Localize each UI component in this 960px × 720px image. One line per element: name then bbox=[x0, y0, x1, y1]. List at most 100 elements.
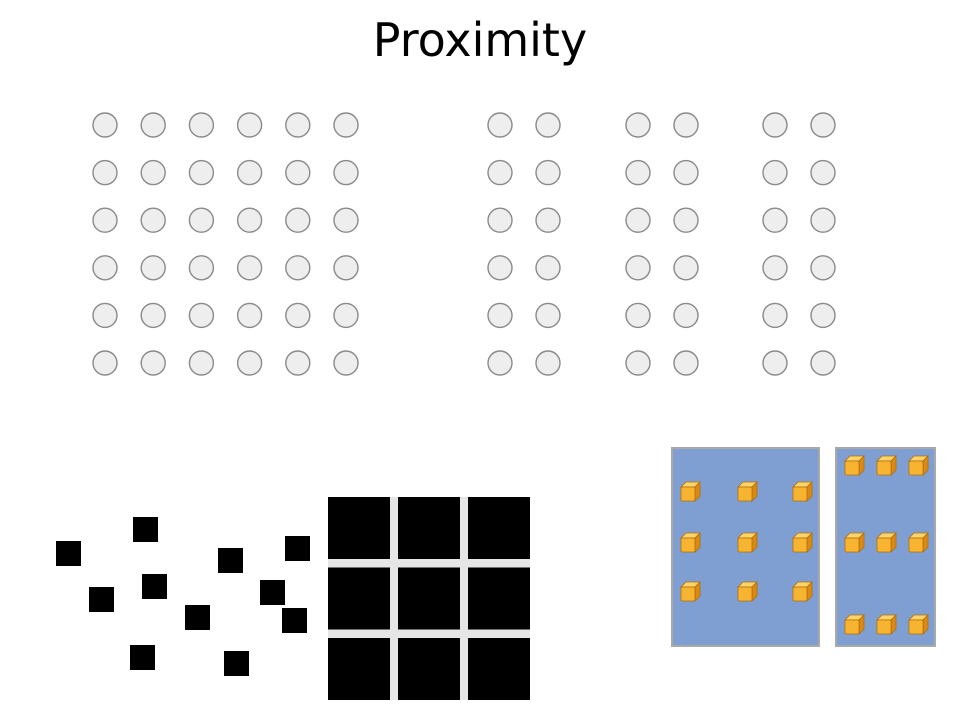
cube bbox=[908, 532, 929, 553]
grid-square bbox=[328, 638, 390, 700]
circle bbox=[285, 255, 311, 281]
circle bbox=[236, 207, 263, 233]
clustered-square-grid bbox=[328, 497, 530, 700]
circle bbox=[92, 255, 118, 281]
circle bbox=[625, 159, 651, 186]
uniform-circle-grid bbox=[92, 112, 359, 376]
scattered-square bbox=[89, 587, 114, 612]
circle bbox=[236, 159, 263, 186]
circle bbox=[810, 302, 836, 329]
circle bbox=[810, 350, 836, 376]
circle bbox=[535, 302, 561, 329]
circle bbox=[487, 112, 513, 138]
circle bbox=[762, 112, 788, 138]
circle bbox=[762, 159, 788, 186]
circle bbox=[762, 302, 788, 329]
circle bbox=[285, 207, 311, 233]
circle bbox=[625, 207, 651, 233]
circle bbox=[673, 255, 699, 281]
circle bbox=[188, 159, 215, 186]
scattered-square bbox=[130, 645, 155, 670]
cube-panel-clustered bbox=[835, 447, 936, 647]
scattered-squares bbox=[56, 517, 310, 676]
circle bbox=[487, 302, 513, 329]
circle bbox=[285, 302, 311, 329]
grid-square bbox=[468, 638, 530, 700]
circle bbox=[810, 207, 836, 233]
circle bbox=[762, 207, 788, 233]
grid-square bbox=[398, 497, 460, 559]
circle bbox=[673, 159, 699, 186]
circle bbox=[625, 350, 651, 376]
circle bbox=[188, 302, 215, 329]
cube bbox=[737, 581, 758, 602]
circle bbox=[92, 112, 118, 138]
scattered-square bbox=[282, 608, 307, 633]
scattered-square bbox=[142, 574, 167, 599]
grid-square bbox=[468, 567, 530, 630]
circle bbox=[673, 112, 699, 138]
cube bbox=[737, 481, 758, 502]
circle bbox=[188, 350, 215, 376]
circle bbox=[285, 159, 311, 186]
cube-panel-even bbox=[671, 447, 820, 647]
circle bbox=[673, 302, 699, 329]
cube bbox=[737, 532, 758, 553]
cube bbox=[680, 581, 701, 602]
cube bbox=[844, 532, 865, 553]
circle bbox=[625, 255, 651, 281]
grid-square bbox=[468, 497, 530, 559]
scattered-square bbox=[224, 651, 249, 676]
circle bbox=[487, 255, 513, 281]
circle bbox=[535, 255, 561, 281]
circle bbox=[487, 159, 513, 186]
cube bbox=[792, 481, 813, 502]
grid-square bbox=[398, 567, 460, 630]
circle bbox=[140, 207, 166, 233]
grid-square bbox=[328, 567, 390, 630]
circle bbox=[333, 159, 359, 186]
grid-square bbox=[328, 497, 390, 559]
circle bbox=[333, 302, 359, 329]
cube bbox=[876, 532, 897, 553]
circle bbox=[487, 207, 513, 233]
circle bbox=[535, 112, 561, 138]
circle bbox=[140, 112, 166, 138]
scattered-square bbox=[218, 548, 243, 573]
circle bbox=[188, 255, 215, 281]
paired-circle-columns bbox=[487, 112, 836, 376]
circle bbox=[333, 207, 359, 233]
cube bbox=[908, 455, 929, 476]
circle bbox=[140, 350, 166, 376]
circle bbox=[140, 255, 166, 281]
circle bbox=[810, 255, 836, 281]
circle bbox=[188, 207, 215, 233]
circle bbox=[333, 112, 359, 138]
circle bbox=[810, 112, 836, 138]
circle bbox=[236, 350, 263, 376]
circle bbox=[333, 255, 359, 281]
cube bbox=[876, 455, 897, 476]
scattered-square bbox=[56, 541, 81, 566]
scattered-square bbox=[133, 517, 158, 542]
circle bbox=[140, 159, 166, 186]
circle bbox=[673, 350, 699, 376]
circle bbox=[236, 302, 263, 329]
cube bbox=[908, 614, 929, 635]
scattered-square bbox=[185, 605, 210, 630]
circle bbox=[285, 350, 311, 376]
circle bbox=[762, 255, 788, 281]
circle bbox=[92, 350, 118, 376]
cube bbox=[680, 481, 701, 502]
circle bbox=[236, 112, 263, 138]
cube bbox=[680, 532, 701, 553]
cube bbox=[876, 614, 897, 635]
circle bbox=[236, 255, 263, 281]
circle bbox=[333, 350, 359, 376]
circle bbox=[625, 112, 651, 138]
circle bbox=[188, 112, 215, 138]
circle bbox=[535, 207, 561, 233]
cube bbox=[844, 455, 865, 476]
cube bbox=[792, 532, 813, 553]
